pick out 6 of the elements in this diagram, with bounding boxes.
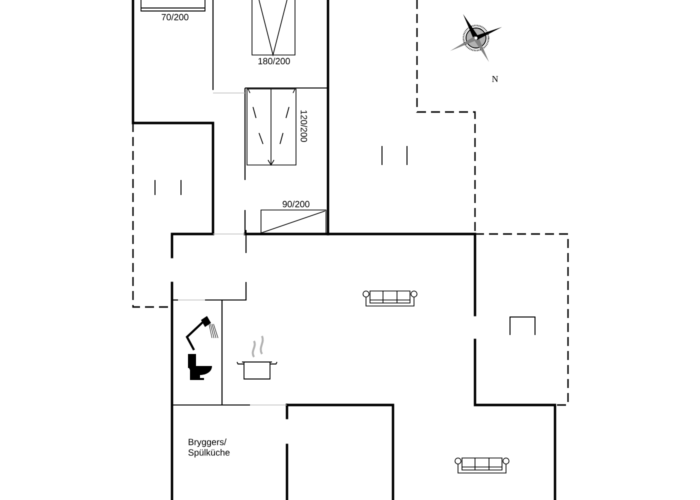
bed-size-label: 90/200: [282, 200, 310, 208]
bed-size-label: 70/200: [162, 14, 188, 20]
room-label: Bryggers/ Spülküche: [188, 438, 230, 458]
bed-size-label: 180/200: [258, 58, 290, 64]
north-label: N: [492, 76, 498, 82]
bed-size-label: 120/200: [300, 110, 308, 142]
